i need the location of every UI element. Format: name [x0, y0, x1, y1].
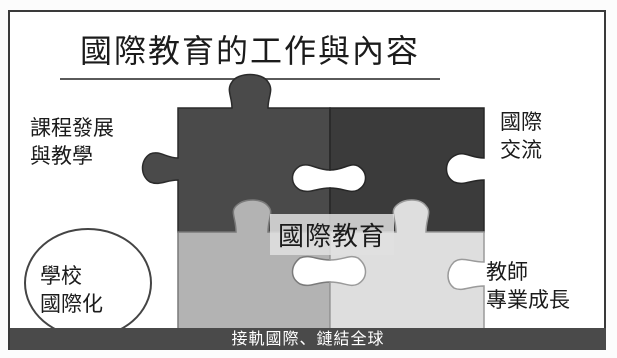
- label-teacher-line1: 教師: [486, 260, 528, 284]
- label-teacher-growth: 教師 專業成長: [486, 258, 570, 314]
- label-school-line2: 國際化: [40, 292, 103, 316]
- footer-text: 接軌國際、鏈結全球: [231, 329, 385, 348]
- label-curriculum-line1: 課程發展: [30, 116, 114, 140]
- puzzle-piece-curriculum: [141, 73, 331, 233]
- label-curriculum-line2: 與教學: [30, 144, 93, 168]
- center-label: 國際教育: [270, 214, 395, 255]
- label-school-internationalization: 學校 國際化: [40, 262, 103, 318]
- label-teacher-line2: 專業成長: [486, 288, 570, 312]
- label-exchange-line1: 國際: [500, 110, 542, 134]
- label-school-line1: 學校: [40, 264, 82, 288]
- slide-title: 國際教育的工作與內容: [80, 32, 421, 70]
- footer-bar: 接軌國際、鏈結全球: [10, 328, 606, 350]
- label-exchange-line2: 交流: [500, 138, 542, 162]
- label-international-exchange: 國際 交流: [500, 108, 542, 164]
- puzzle-top-knob: [235, 78, 267, 108]
- label-curriculum-teaching: 課程發展 與教學: [30, 114, 114, 170]
